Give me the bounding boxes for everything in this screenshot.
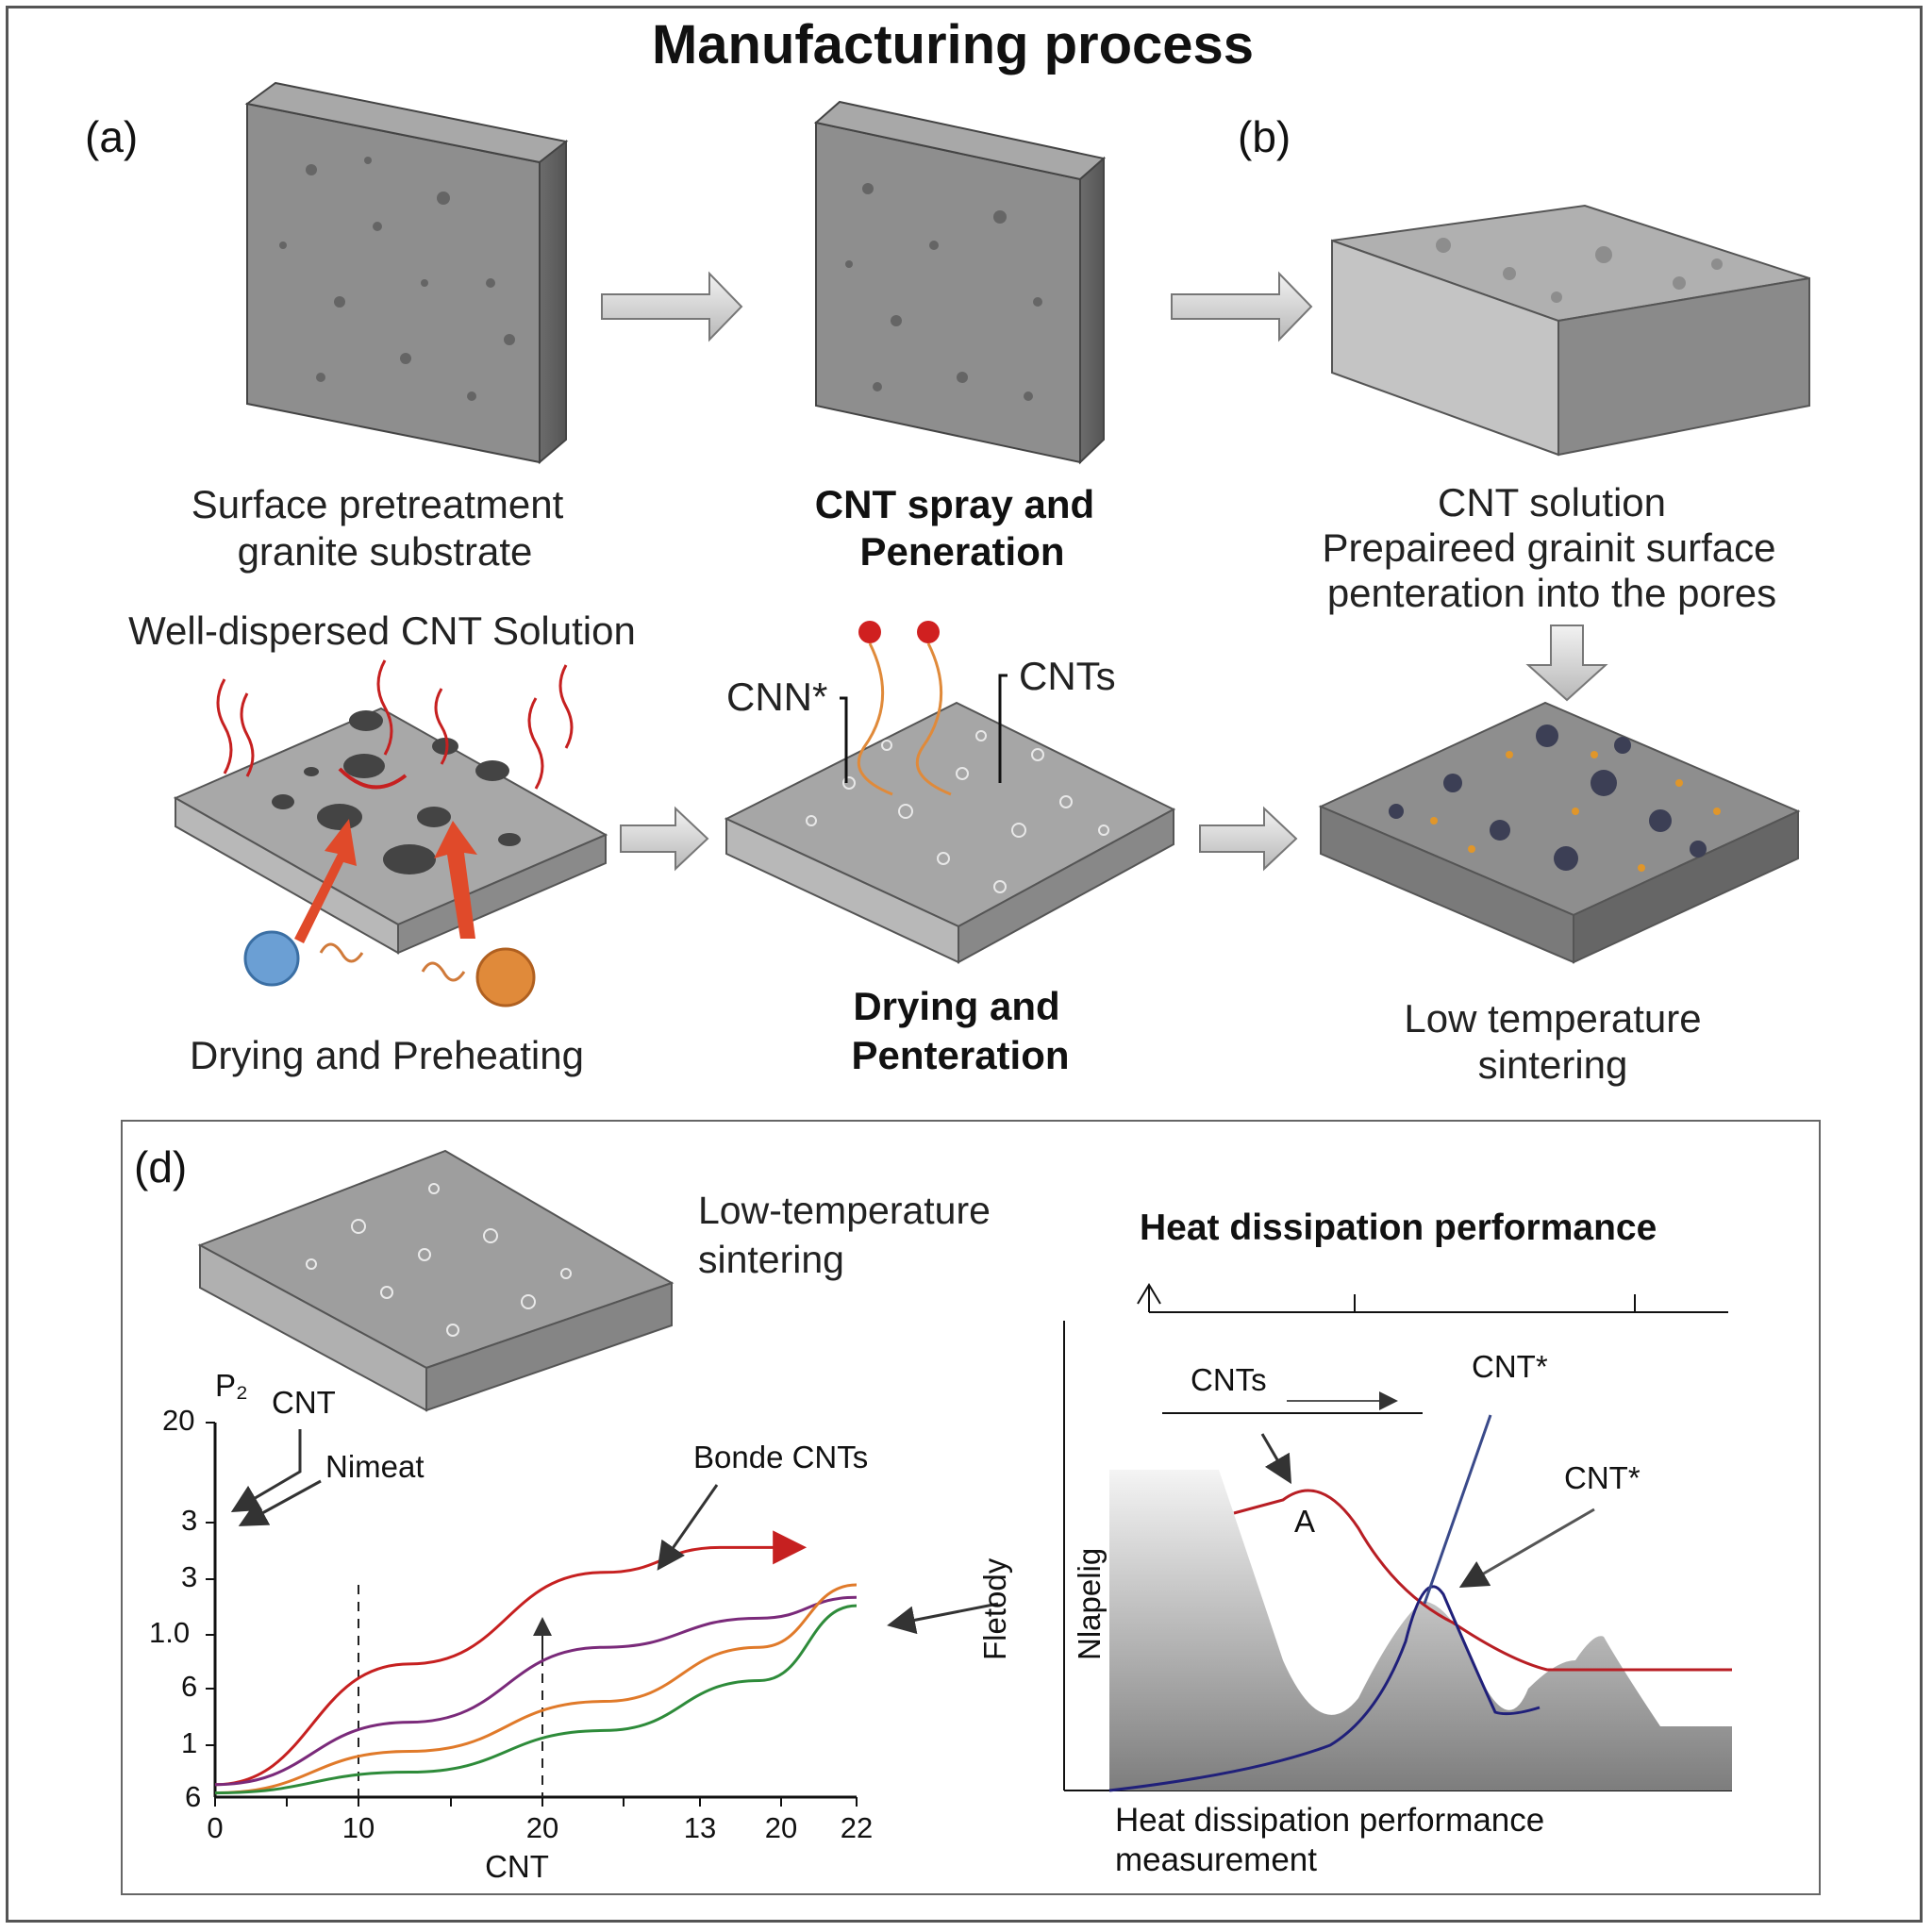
process-arrow-2 (1171, 271, 1313, 342)
heat-chart (1063, 1283, 1732, 1792)
granite-block-2 (813, 100, 1107, 465)
y-tick-2: 3 (181, 1504, 198, 1537)
figure-frame (6, 6, 1923, 1923)
y-tick-7: 6 (185, 1780, 202, 1813)
caption-step3-line1: CNT solution (1438, 480, 1666, 525)
annotation-bonde-cnts: Bonde CNTs (693, 1440, 869, 1474)
caption-drying-line2: Penteration (851, 1033, 1070, 1077)
heat-chart-title: Heat dissipation performance (1140, 1208, 1657, 1248)
caption-step2-line2: Peneration (859, 529, 1065, 574)
cnn-leader (840, 696, 848, 783)
y-tick-4: 1.0 (149, 1616, 191, 1649)
process-arrow-4 (1199, 806, 1298, 872)
process-arrow-1 (601, 271, 743, 342)
heat-label-cnt-star-2: CNT* (1564, 1460, 1641, 1495)
annotation-cnt: CNT (272, 1385, 336, 1420)
orange-particle-icon (475, 947, 536, 1008)
x-tick-6: 22 (840, 1811, 874, 1844)
caption-preheat: Drying and Preheating (190, 1033, 584, 1077)
heat-ylabel-1: Fletody (977, 1557, 1012, 1660)
x-tick-5: 20 (764, 1811, 798, 1844)
panel-b-label: (b) (1238, 112, 1291, 161)
series-line-orange (214, 1583, 858, 1795)
caption-step3-line3: penteration into the pores (1326, 571, 1777, 615)
caption-step3-line2: Prepaireed grainit surface (1322, 525, 1776, 570)
heat-red-curve (1233, 1489, 1732, 1672)
heat-xlabel-line2: measurement (1115, 1841, 1317, 1878)
series-line-red (214, 1530, 808, 1787)
cnt-drops (857, 621, 952, 796)
blue-particle-icon (243, 930, 300, 987)
caption-step1-line2: granite substrate (237, 529, 533, 574)
caption-sinter-line2: sintering (1477, 1042, 1628, 1087)
cnt-annotation-line (230, 1429, 302, 1513)
label-cnn: CNN* (726, 675, 828, 719)
granite-slab-sintered (1318, 701, 1801, 964)
heat-peaks-area (1109, 1470, 1732, 1790)
heat-waves (216, 659, 574, 790)
line-chart (206, 1422, 999, 1807)
series-line-green (214, 1604, 858, 1795)
series-line-purple (214, 1595, 858, 1787)
d-sinter-line1: Low-temperature (698, 1189, 991, 1232)
x-tick-3: 20 (525, 1811, 559, 1844)
annotation-nimeat: Nimeat (325, 1449, 425, 1484)
heat-xlabel-line1: Heat dissipation performance (1115, 1802, 1545, 1839)
heat-blue-curve (1108, 1585, 1541, 1792)
bonde-annotation-line (657, 1484, 719, 1571)
label-cnts: CNTs (1019, 654, 1116, 698)
panel-d-label: (d) (134, 1142, 188, 1191)
granite-slab-d (197, 1149, 675, 1412)
link-arrow (887, 1602, 999, 1635)
caption-sinter-line1: Low temperature (1404, 996, 1702, 1041)
granite-slab-dried (724, 701, 1176, 964)
panel-d-box (121, 1120, 1821, 1895)
d-sinter-line2: sintering (698, 1238, 844, 1281)
caption-drying-line1: Drying and (853, 984, 1060, 1028)
caption-step2-line1: CNT spray and (814, 482, 1095, 526)
x-tick-2: 10 (341, 1811, 375, 1844)
figure-title: Manufacturing process (651, 14, 1255, 75)
x-tick-4: 13 (683, 1811, 717, 1844)
heat-arrows (294, 819, 477, 943)
granite-block-1 (244, 81, 569, 465)
granite-slab-3 (1331, 204, 1810, 457)
caption-step1-line1: Surface pretreatment (191, 482, 564, 526)
heat-ylabel-2: Nlapelig (1072, 1547, 1107, 1660)
heat-label-a: A (1294, 1504, 1316, 1539)
chart-ylabel-top: P₂ (215, 1368, 248, 1403)
caption-solution: Well-dispersed CNT Solution (128, 608, 636, 653)
y-tick-1: 20 (162, 1404, 195, 1437)
chart-xlabel: CNT (485, 1849, 549, 1884)
panel-a-label: (a) (85, 112, 139, 161)
process-arrow-3 (620, 806, 709, 872)
heat-label-cnt-star-1: CNT* (1472, 1349, 1548, 1384)
cnts-leader (998, 674, 1008, 783)
process-arrow-down (1525, 625, 1608, 702)
nimeat-annotation-line (238, 1479, 322, 1526)
granite-slab-holes (173, 707, 608, 955)
x-tick-1: 0 (207, 1811, 224, 1844)
y-tick-5: 6 (181, 1670, 198, 1703)
y-tick-6: 1 (181, 1726, 198, 1759)
heat-label-cnts: CNTs (1191, 1362, 1267, 1397)
y-tick-3: 3 (181, 1560, 198, 1593)
